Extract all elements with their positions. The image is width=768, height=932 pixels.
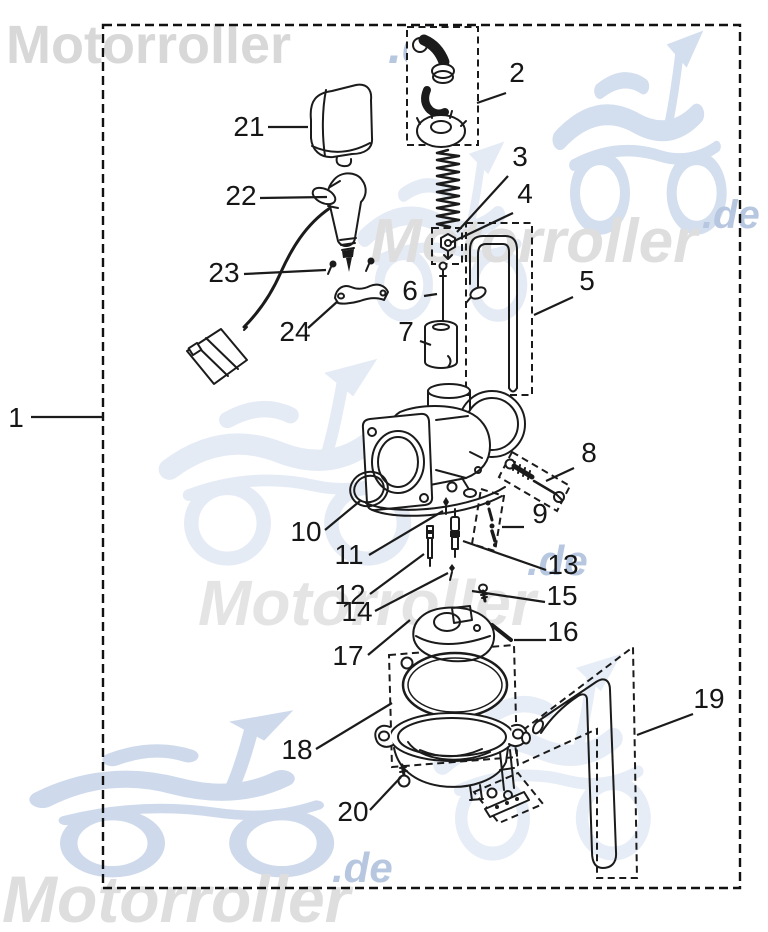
group-box-8 [497, 450, 572, 513]
part-13-atomizer [450, 508, 460, 558]
outer-dashed-border [101, 23, 742, 890]
part-14-pin [449, 564, 455, 581]
part-callout-5: 5 [579, 265, 595, 296]
part-main-jet [484, 791, 530, 818]
leader-line-14 [374, 572, 449, 612]
leader-line-18 [315, 702, 393, 750]
part-callout-15: 15 [546, 580, 577, 611]
part-callout-4: 4 [517, 178, 533, 209]
part-11-pin [443, 497, 449, 515]
scooter-watermark-icon [560, 31, 722, 228]
part-callout-10: 10 [290, 516, 321, 547]
part-5-tube [465, 235, 518, 393]
part-callout-6: 6 [402, 275, 418, 306]
part-18-float-bowl [374, 712, 528, 809]
part-callout-11: 11 [334, 539, 363, 570]
leader-line-10 [324, 500, 361, 531]
group-box-19 [512, 645, 639, 879]
watermark-suffix-mid-right: .de [702, 193, 760, 237]
part-callout-9: 9 [532, 498, 548, 529]
watermark-suffix-bottom: .de [332, 844, 393, 891]
leader-line-7 [419, 339, 432, 347]
part-19-hose [521, 678, 618, 869]
leader-line-8 [545, 467, 575, 482]
leader-line-6 [423, 292, 438, 298]
part-callout-14: 14 [341, 596, 372, 627]
part-2-fittings [412, 34, 467, 148]
part-callout-18: 18 [281, 734, 312, 765]
part-callout-24: 24 [279, 316, 310, 347]
part-9-jet-set [485, 500, 497, 547]
part-callout-7: 7 [398, 316, 414, 347]
part-carburetor-body [361, 383, 526, 517]
part-4-clip [440, 233, 456, 260]
watermark-text-bottom: Motorroller [2, 862, 354, 932]
leader-line-15 [471, 589, 546, 604]
part-24-bracket [334, 283, 389, 305]
part-callout-22: 22 [225, 180, 256, 211]
watermark-text-mid-right: Motorroller [370, 207, 700, 276]
leader-line-3 [456, 175, 509, 233]
leader-line-12 [369, 553, 425, 595]
part-23-screws [327, 257, 375, 275]
part-callout-17: 17 [332, 640, 363, 671]
part-callout-21: 21 [233, 111, 264, 142]
parts-layer [186, 34, 618, 869]
part-16-float-pin [490, 623, 513, 642]
group-box-9 [470, 487, 506, 553]
leader-line-17 [367, 619, 411, 656]
part-callout-1: 1 [8, 402, 24, 433]
part-18-gasket [400, 651, 509, 719]
part-20-drain-screw [397, 763, 411, 788]
part-15-screw [478, 583, 488, 603]
leader-line-11 [368, 510, 444, 556]
leader-line-4 [449, 212, 514, 244]
part-22-choke [186, 172, 367, 385]
part-callout-16: 16 [547, 616, 578, 647]
part-17-float [412, 605, 496, 663]
part-callout-3: 3 [512, 141, 528, 172]
part-8-screws [504, 458, 565, 503]
leader-line-24 [307, 300, 339, 329]
leader-line-13 [462, 539, 547, 572]
part-7-slide [424, 320, 458, 369]
part-21-cap [309, 83, 374, 168]
part-callout-20: 20 [337, 796, 368, 827]
leader-line-2 [476, 91, 507, 105]
leader-line-23 [243, 268, 327, 276]
leader-line-5 [533, 296, 574, 316]
part-callout-13: 13 [547, 549, 578, 580]
part-12-needle-jet [426, 525, 434, 567]
part-10-oring [349, 470, 389, 508]
leader-line-22 [259, 195, 328, 200]
leader-line-20 [369, 776, 402, 811]
part-callout-19: 19 [693, 683, 724, 714]
part-callout-23: 23 [208, 257, 239, 288]
watermark-suffix-center: .de [527, 537, 588, 584]
leader-line-19 [636, 712, 694, 737]
part-callout-12: 12 [334, 579, 365, 610]
part-callout-2: 2 [509, 57, 525, 88]
part-3-spring [435, 148, 461, 229]
part-callout-8: 8 [581, 437, 597, 468]
